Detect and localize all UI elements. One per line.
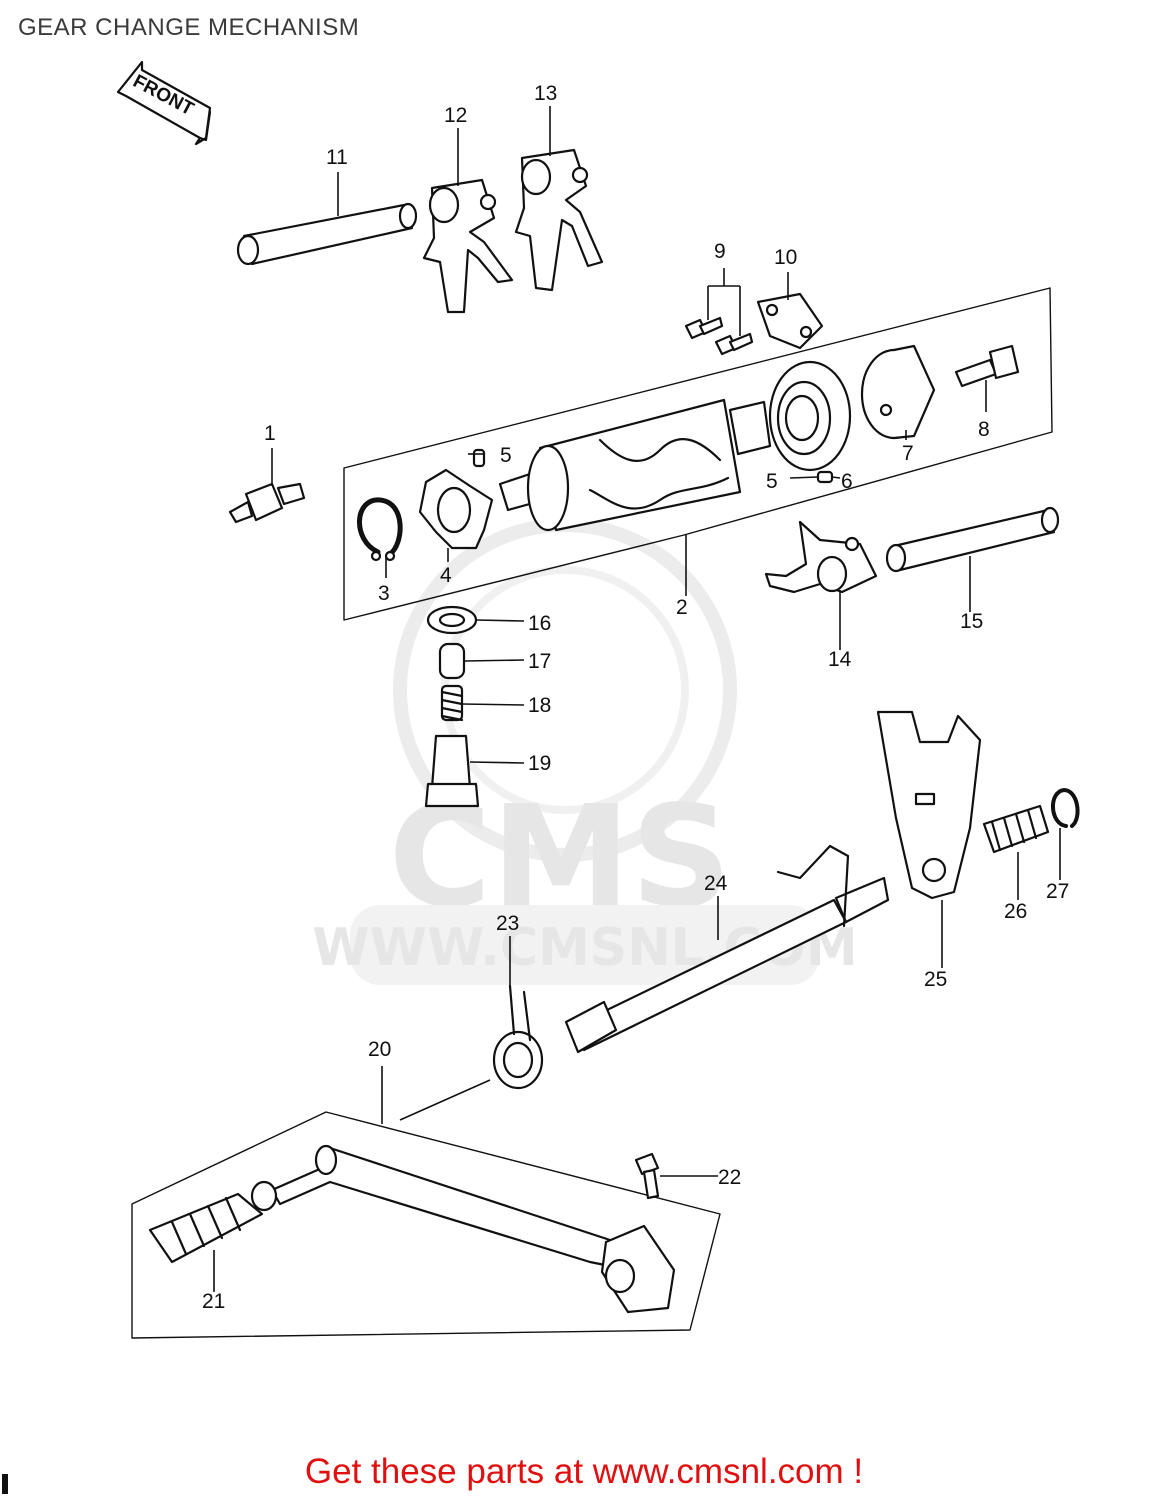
callout-7: 7 [902, 442, 914, 465]
pin-5a [472, 448, 486, 468]
callout-20: 20 [368, 1038, 391, 1061]
page-title: GEAR CHANGE MECHANISM [18, 14, 360, 41]
watermark: CMS WWW.CMSNL.COM [312, 518, 858, 985]
shift-shaft-24 [564, 844, 890, 1054]
shift-fork-13 [514, 148, 604, 292]
shift-arm-25 [876, 710, 982, 900]
callout-23: 23 [496, 912, 519, 935]
bolt-8 [954, 344, 1020, 388]
gear-pedal-20 [270, 1144, 676, 1314]
footer-cta[interactable]: Get these parts at www.cmsnl.com ! [304, 1452, 864, 1491]
callout-11: 11 [326, 146, 348, 169]
callout-27: 27 [1046, 880, 1069, 903]
callout-8: 8 [978, 418, 990, 441]
callout-18: 18 [528, 694, 551, 717]
washer-16 [426, 605, 478, 635]
callout-24: 24 [704, 872, 728, 895]
circlip-3 [357, 497, 403, 562]
callout-19: 19 [528, 752, 551, 775]
fork-shaft-15 [885, 506, 1060, 573]
spring-26 [982, 804, 1050, 854]
callout-4: 4 [440, 564, 452, 587]
drum-assembly-frame [343, 287, 1053, 621]
pin-5b [816, 470, 834, 484]
shift-fork-14 [764, 520, 878, 594]
callout-22: 22 [718, 1166, 741, 1189]
shift-fork-12 [422, 178, 514, 314]
callout-25: 25 [924, 968, 947, 991]
callout-5b: 5 [766, 470, 778, 493]
shift-drum-2 [498, 398, 772, 532]
clip-27 [1050, 788, 1080, 828]
callout-6b: 6 [841, 470, 853, 493]
plug-19 [424, 734, 480, 808]
detent-pin-17 [438, 642, 466, 680]
callout-26: 26 [1004, 900, 1027, 923]
drum-end-7 [860, 344, 936, 440]
screws-9 [684, 316, 754, 356]
callout-13: 13 [534, 82, 557, 105]
callout-3: 3 [378, 582, 390, 605]
front-arrow-icon: FRONT [116, 60, 212, 146]
callout-9: 9 [714, 240, 726, 263]
callout-17: 17 [528, 650, 551, 673]
pedal-assembly-frame [131, 1111, 721, 1339]
callout-2: 2 [676, 596, 688, 619]
cam-plate-4 [418, 468, 494, 550]
return-spring-23 [492, 984, 544, 1090]
callout-12: 12 [444, 104, 467, 127]
callout-16: 16 [528, 612, 551, 635]
plate-10 [756, 292, 824, 350]
callout-5a: 5 [500, 444, 512, 467]
callout-14: 14 [828, 648, 852, 671]
fork-shaft-11 [236, 202, 418, 266]
callout-1: 1 [264, 422, 276, 445]
callout-15: 15 [960, 610, 983, 633]
bolt-22 [634, 1152, 660, 1200]
pedal-rubber-21 [148, 1180, 278, 1264]
spring-18 [440, 684, 464, 722]
corner-mark [2, 1474, 8, 1494]
neutral-switch-1 [228, 482, 306, 524]
callout-21: 21 [202, 1290, 225, 1313]
callout-numbers: 1 2 3 4 5 5 6 6 7 8 9 10 11 12 13 14 15 … [202, 82, 1069, 1313]
bearing-6 [768, 360, 852, 472]
callout-10: 10 [774, 246, 797, 269]
leader-lines [213, 106, 1061, 1292]
